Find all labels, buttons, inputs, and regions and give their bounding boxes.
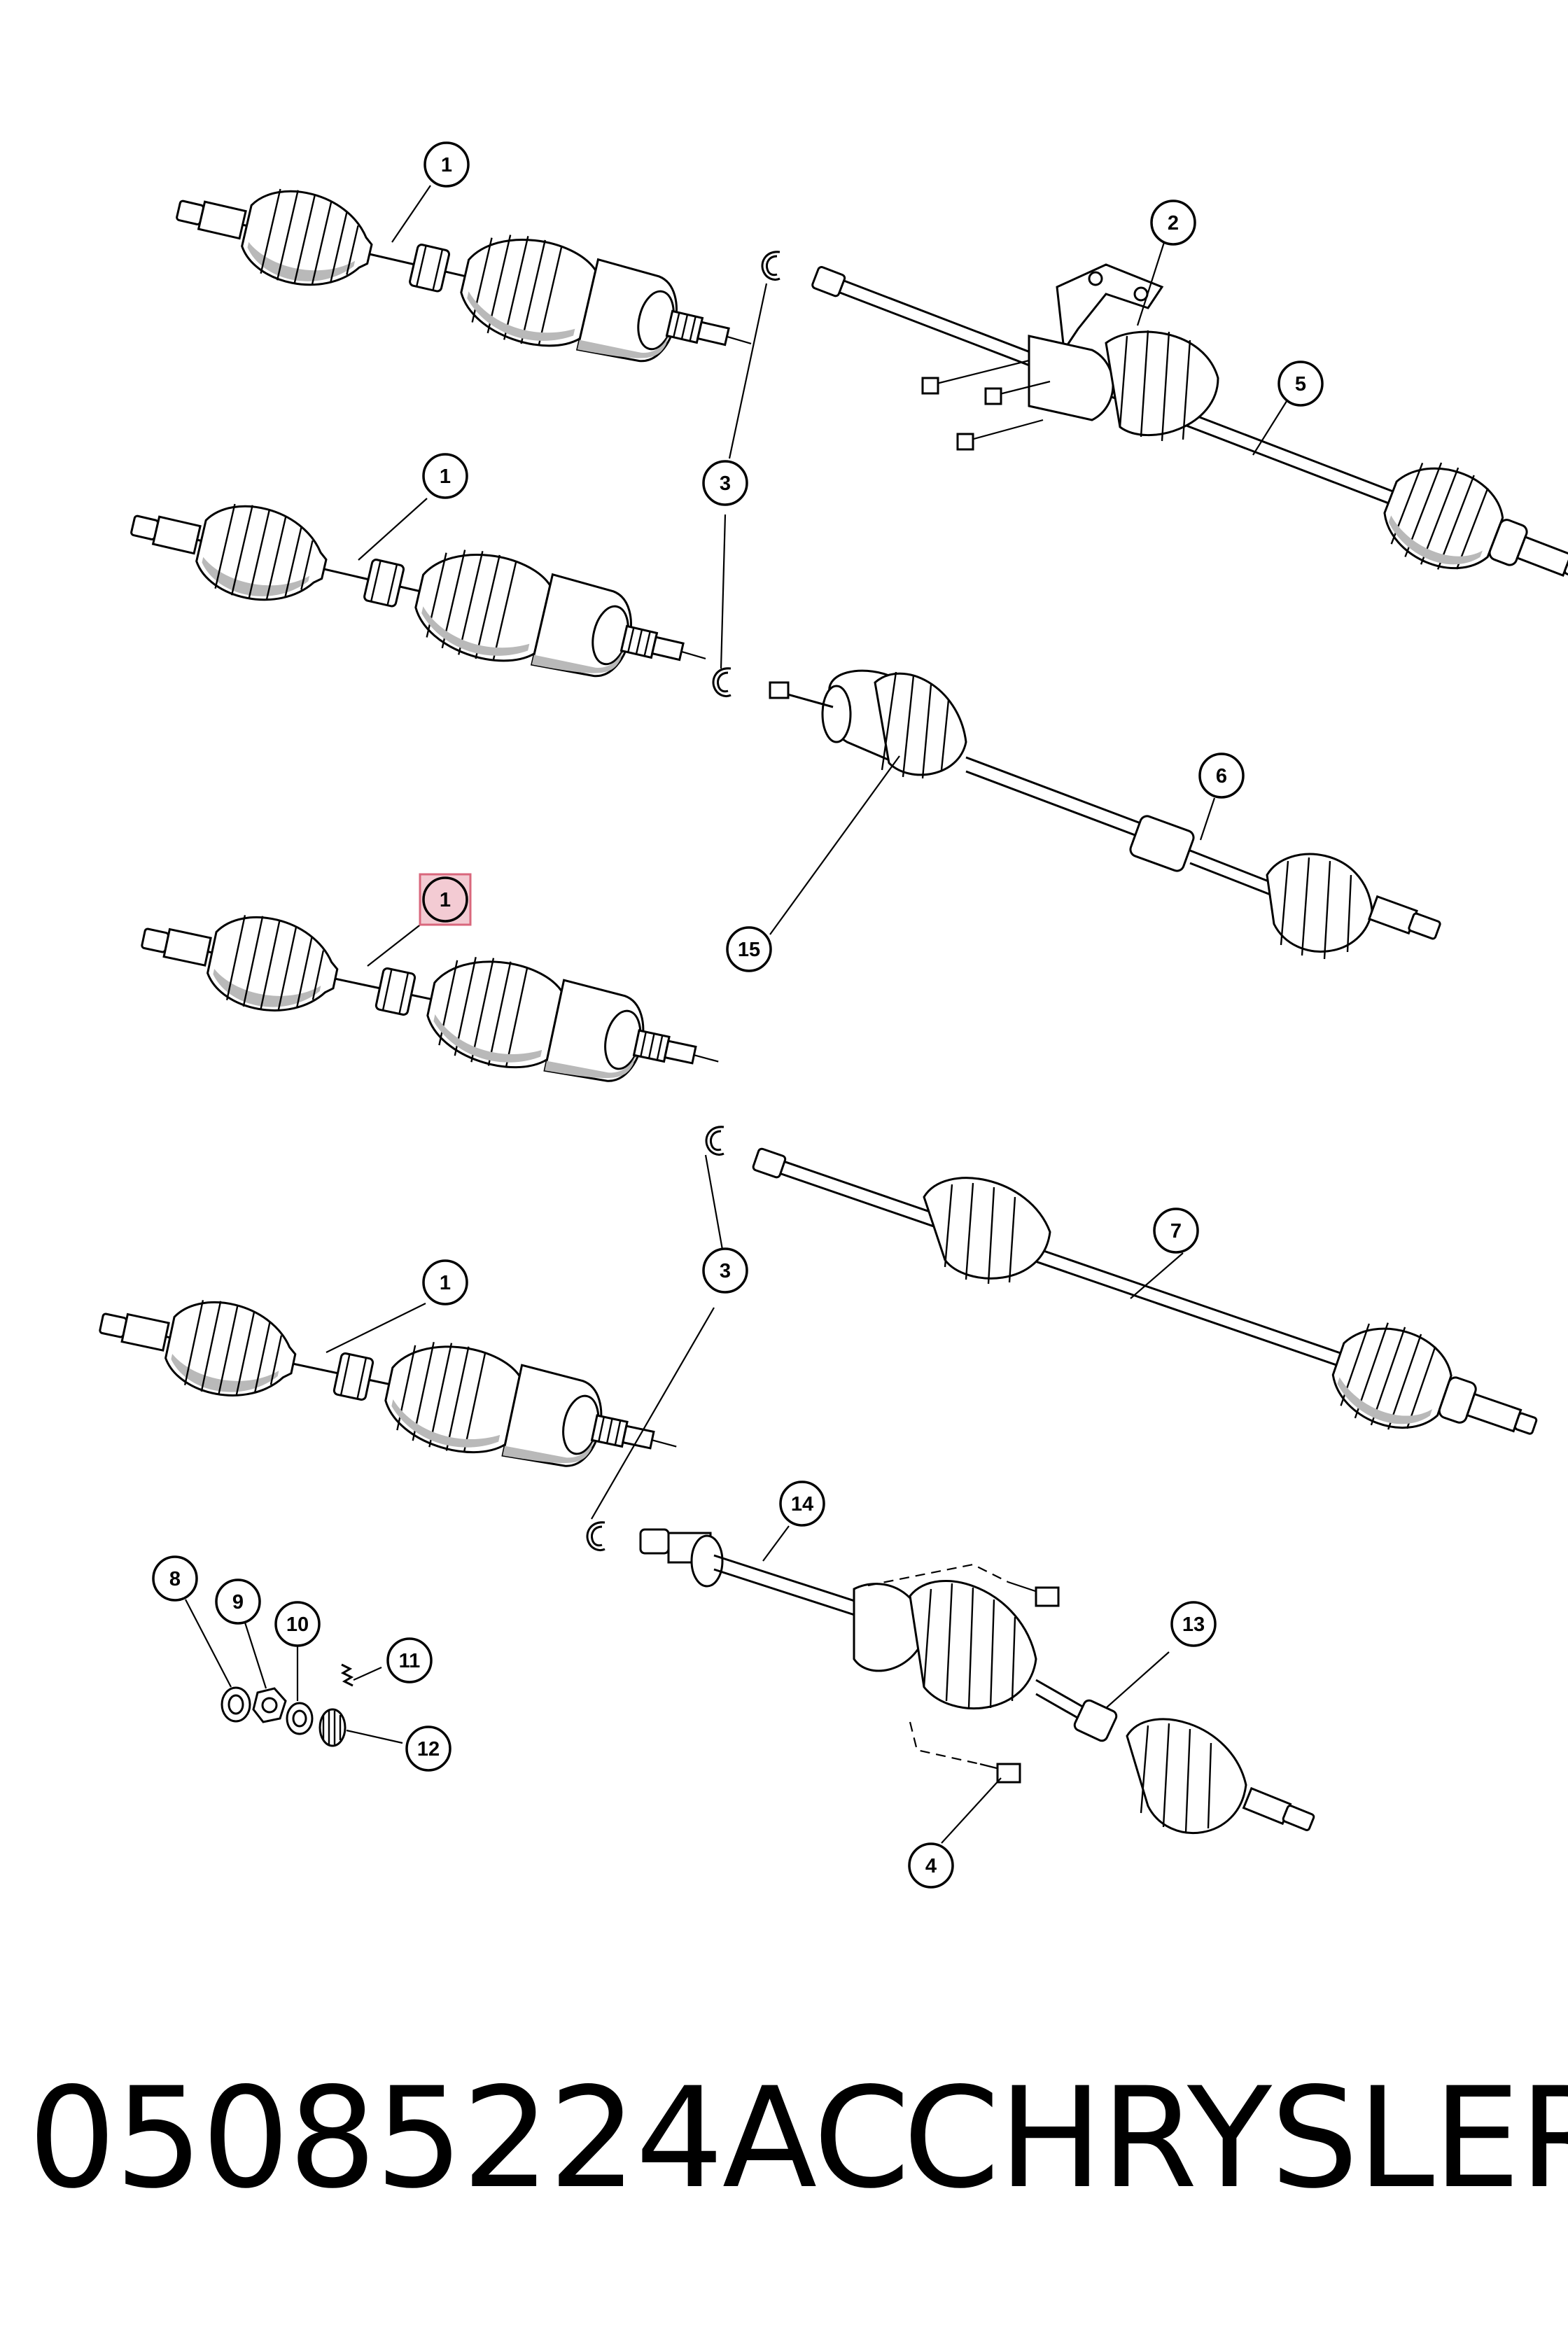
callout-circle xyxy=(908,1842,954,1889)
callout-circle xyxy=(152,1555,198,1602)
callout-label: 1 xyxy=(441,154,452,176)
callout-circle xyxy=(424,141,470,188)
callout-label: 8 xyxy=(169,1568,181,1590)
halfshaft-assembly-14 xyxy=(639,1528,1315,1835)
callout-circle xyxy=(215,1578,261,1625)
callout-label: 13 xyxy=(1182,1614,1205,1636)
callout-c3a: 3 xyxy=(702,460,748,506)
part-number: 05085224AC xyxy=(28,2057,910,2219)
callout-c15: 15 xyxy=(726,926,772,972)
callout-c11: 11 xyxy=(386,1637,433,1684)
brand-name: CHRYSLER xyxy=(903,2057,1568,2219)
callout-c2: 2 xyxy=(1150,200,1196,246)
halfshaft-assembly-1 xyxy=(165,157,765,396)
callout-c3b: 3 xyxy=(702,1247,748,1294)
halfshaft-assembly-2 xyxy=(120,472,720,710)
callout-label: 9 xyxy=(232,1591,244,1614)
halfshaft-assembly-7 xyxy=(738,1108,1553,1477)
callout-label: 6 xyxy=(1216,765,1227,788)
callout-label: 2 xyxy=(1168,212,1179,234)
snap-ring-lower xyxy=(586,1126,725,1551)
callout-circle xyxy=(1150,200,1196,246)
callout-c8: 8 xyxy=(152,1555,198,1602)
callout-label: 4 xyxy=(925,1855,937,1877)
callout-c14: 14 xyxy=(779,1480,825,1527)
callout-c1b: 1 xyxy=(422,453,468,499)
callout-circle xyxy=(702,1247,748,1294)
callout-circle xyxy=(405,1726,451,1772)
halfshaft-assembly-4 xyxy=(89,1270,689,1499)
callout-label: 1 xyxy=(440,1272,451,1294)
callout-circle xyxy=(274,1601,321,1647)
callout-c7: 7 xyxy=(1153,1208,1199,1254)
callout-label: 7 xyxy=(1170,1220,1182,1242)
callout-c6: 6 xyxy=(1198,752,1245,799)
callout-circle xyxy=(386,1637,433,1684)
callout-label: 10 xyxy=(286,1614,309,1636)
small-parts xyxy=(220,1663,354,1747)
callout-c10: 10 xyxy=(274,1601,321,1647)
callout-circle xyxy=(422,453,468,499)
callout-label: 3 xyxy=(720,472,731,495)
callout-c13: 13 xyxy=(1170,1601,1217,1647)
callout-c1a: 1 xyxy=(424,141,470,188)
callout-c1c: 1 xyxy=(419,873,472,926)
callout-label: 3 xyxy=(720,1260,731,1282)
callout-circle xyxy=(1170,1601,1217,1647)
callout-circle xyxy=(726,926,772,972)
callout-label: 11 xyxy=(399,1650,421,1672)
callout-label: 15 xyxy=(738,939,760,961)
callout-label: 1 xyxy=(440,465,451,488)
callout-circle xyxy=(1278,360,1324,407)
callout-label: 14 xyxy=(791,1493,813,1516)
callout-circle xyxy=(1153,1208,1199,1254)
callout-c1d: 1 xyxy=(422,1259,468,1306)
callout-label: 1 xyxy=(440,889,451,911)
callout-c12: 12 xyxy=(405,1726,451,1772)
callout-c4: 4 xyxy=(908,1842,954,1889)
halfshaft-assembly-6 xyxy=(769,669,1441,960)
halfshaft-with-bracket xyxy=(795,227,1568,622)
callout-label: 12 xyxy=(417,1738,440,1760)
callout-c5: 5 xyxy=(1278,360,1324,407)
callout-c9: 9 xyxy=(215,1578,261,1625)
snap-ring-upper xyxy=(712,251,781,697)
callout-circle xyxy=(702,460,748,506)
callout-label: 5 xyxy=(1295,373,1306,396)
callout-circle xyxy=(422,876,468,923)
callout-circle xyxy=(422,1259,468,1306)
callout-circle xyxy=(1198,752,1245,799)
callout-circle xyxy=(779,1480,825,1527)
